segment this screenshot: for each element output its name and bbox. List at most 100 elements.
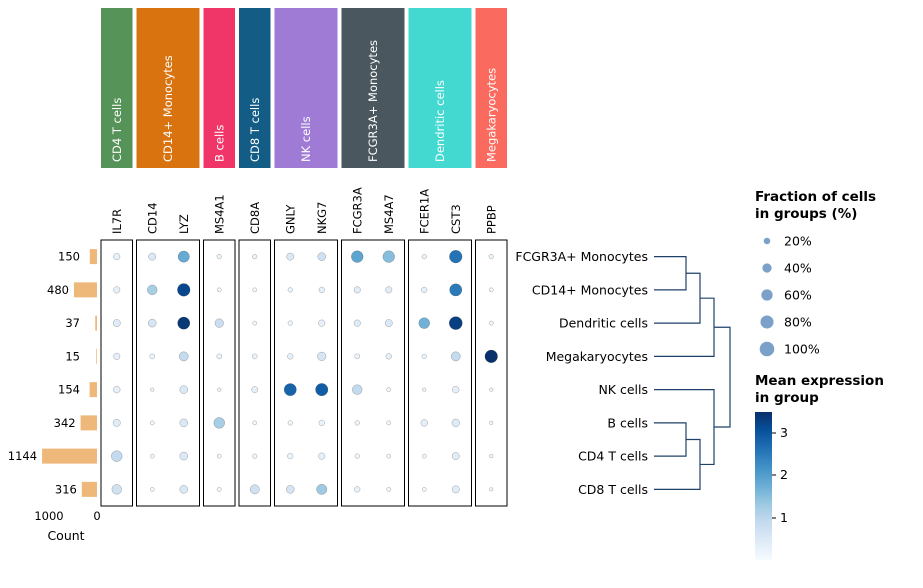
group-block-label: CD4 T cells — [110, 98, 124, 162]
dot — [383, 251, 395, 263]
dot — [287, 354, 293, 360]
dot — [449, 317, 462, 330]
dot — [217, 487, 221, 491]
colorbar-tick-3: 3 — [780, 425, 788, 440]
dot — [253, 421, 257, 425]
row-label: CD4 T cells — [578, 449, 648, 464]
count-bar — [81, 415, 97, 430]
legend-size-dot — [760, 342, 775, 357]
group-block-label: CD14+ Monocytes — [161, 55, 175, 162]
dot — [111, 451, 122, 462]
dot — [252, 254, 257, 259]
gene-group-box — [239, 240, 271, 506]
dot — [421, 287, 427, 293]
count-bar — [95, 316, 97, 331]
count-bar — [90, 249, 97, 264]
dot — [387, 487, 391, 491]
count-bar — [90, 382, 97, 397]
dot — [318, 253, 326, 261]
dot — [180, 419, 188, 427]
group-block-label: NK cells — [299, 116, 313, 162]
legend-fraction-title-line2: in groups (%) — [755, 206, 857, 222]
dot — [148, 319, 156, 327]
dot — [354, 487, 360, 493]
dot — [150, 487, 154, 491]
legend-size-label: 20% — [784, 234, 812, 249]
dot — [452, 452, 459, 459]
gene-group-box — [275, 240, 338, 506]
row-dendrogram — [654, 257, 730, 490]
dot — [422, 487, 426, 491]
legend-size-label: 60% — [784, 288, 812, 303]
dot — [113, 319, 120, 326]
count-bar — [96, 349, 97, 364]
dot — [354, 287, 361, 294]
count-bar-chart: 15048037151543421144316 — [8, 249, 97, 497]
gene-group-box — [204, 240, 236, 506]
group-block-label: FCGR3A+ Monocytes — [366, 40, 380, 162]
count-bar — [82, 482, 97, 497]
dot — [385, 319, 392, 326]
gene-label: GNLY — [283, 204, 297, 234]
dot — [215, 319, 224, 328]
dot — [150, 354, 155, 359]
dot — [451, 352, 460, 361]
dot — [150, 454, 154, 458]
dot — [319, 420, 325, 426]
dot — [217, 288, 221, 292]
gene-label: LYZ — [177, 214, 191, 234]
gene-group-box — [342, 240, 405, 506]
group-block-label: B cells — [212, 125, 226, 162]
count-label: 316 — [55, 482, 77, 496]
group-color-blocks: CD4 T cellsCD14+ MonocytesB cellsCD8 T c… — [101, 8, 507, 168]
dot — [450, 284, 462, 296]
row-label: FCGR3A+ Monocytes — [515, 249, 648, 264]
count-label: 15 — [65, 349, 80, 363]
dot — [489, 254, 494, 259]
dot — [217, 388, 221, 392]
count-label: 150 — [58, 250, 80, 264]
dot — [422, 388, 426, 392]
dot — [288, 421, 293, 426]
legend-mean-title-line2: in group — [755, 390, 819, 406]
dot — [250, 485, 259, 494]
dot — [287, 453, 293, 459]
legend-mean-title-line1: Mean expression — [755, 373, 884, 389]
count-label: 480 — [47, 283, 69, 297]
dot — [287, 253, 294, 260]
dot — [355, 454, 360, 459]
dot — [489, 488, 493, 492]
colorbar-tick-2: 2 — [780, 467, 788, 482]
legend-size-dot — [762, 263, 771, 272]
dot — [253, 321, 257, 325]
dot — [452, 419, 460, 427]
dendrogram-link — [714, 327, 730, 427]
dot — [149, 253, 156, 260]
dot — [112, 484, 122, 494]
dot — [422, 354, 427, 359]
dot — [485, 350, 498, 363]
dot — [113, 253, 120, 260]
count-bar — [42, 449, 97, 464]
dot — [217, 254, 222, 259]
row-label: CD14+ Monocytes — [532, 282, 648, 297]
gene-label: CD8A — [248, 202, 262, 234]
legend-size-dot — [760, 315, 773, 328]
dot — [252, 354, 257, 359]
dot — [217, 354, 222, 359]
dot-matrix — [111, 250, 497, 494]
count-label: 342 — [54, 416, 76, 430]
bar-axis-tick-1000: 1000 — [34, 509, 63, 523]
dot — [113, 287, 120, 294]
count-label: 1144 — [8, 449, 37, 463]
dot — [489, 454, 493, 458]
dot — [284, 384, 296, 396]
gene-label: PPBP — [484, 205, 498, 234]
dendrogram-link — [654, 440, 700, 490]
dot — [317, 352, 326, 361]
legend-size-dot — [761, 289, 772, 300]
dot — [217, 454, 221, 458]
dendrogram-link — [654, 257, 686, 290]
dot — [387, 454, 391, 458]
